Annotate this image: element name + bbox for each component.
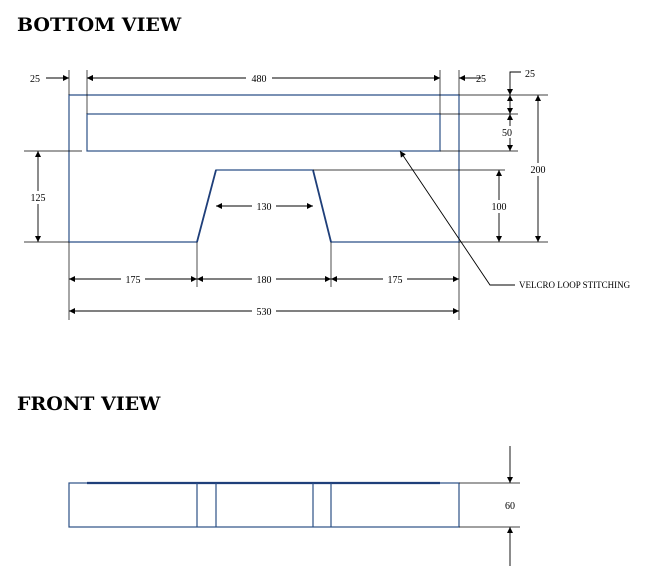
bottom-segment-dimensions: 175 180 175 [69, 272, 459, 286]
notch-depth-dimension: 100 [488, 170, 510, 242]
dim-bottom-right: 175 [388, 275, 403, 286]
velcro-strip [86, 113, 441, 152]
dim-bottom-mid: 180 [257, 275, 272, 286]
front-thickness-dimension: 60 [459, 446, 520, 566]
dim-bottom-left: 175 [126, 275, 141, 286]
bottom-view-outline [68, 94, 460, 243]
left-height-dimension: 125 [27, 151, 49, 242]
notch-width-dimension: 130 [216, 199, 313, 213]
dim-notch-depth: 100 [492, 202, 507, 213]
overall-height-dimension: 200 [528, 95, 550, 242]
front-view-outline [68, 481, 460, 528]
overall-width-dimension: 530 [69, 304, 459, 318]
dim-strip-top-offset: 25 [525, 69, 535, 80]
dim-overall-height: 200 [531, 165, 546, 176]
stitching-leader: VELCRO LOOP STITCHING [399, 150, 631, 290]
dim-strip-height: 50 [502, 128, 512, 139]
dim-top-right-margin: 25 [476, 74, 486, 85]
dim-top-span: 480 [252, 74, 267, 85]
dim-top-left-margin: 25 [30, 74, 40, 85]
stitching-note: VELCRO LOOP STITCHING [519, 280, 631, 290]
bottom-view-title: BOTTOM VIEW [17, 14, 182, 36]
top-dimension-row: 25 480 25 [30, 71, 486, 85]
dim-overall-width: 530 [257, 307, 272, 318]
front-view-title: FRONT VIEW [17, 393, 161, 415]
notch-right-edge [312, 169, 332, 243]
dim-front-thickness: 60 [505, 501, 515, 512]
notch-left-edge [196, 169, 217, 243]
extension-lines [24, 70, 548, 320]
right-strip-dimensions: 25 50 [500, 69, 535, 151]
dim-notch-width: 130 [257, 202, 272, 213]
dim-left-height: 125 [31, 193, 46, 204]
